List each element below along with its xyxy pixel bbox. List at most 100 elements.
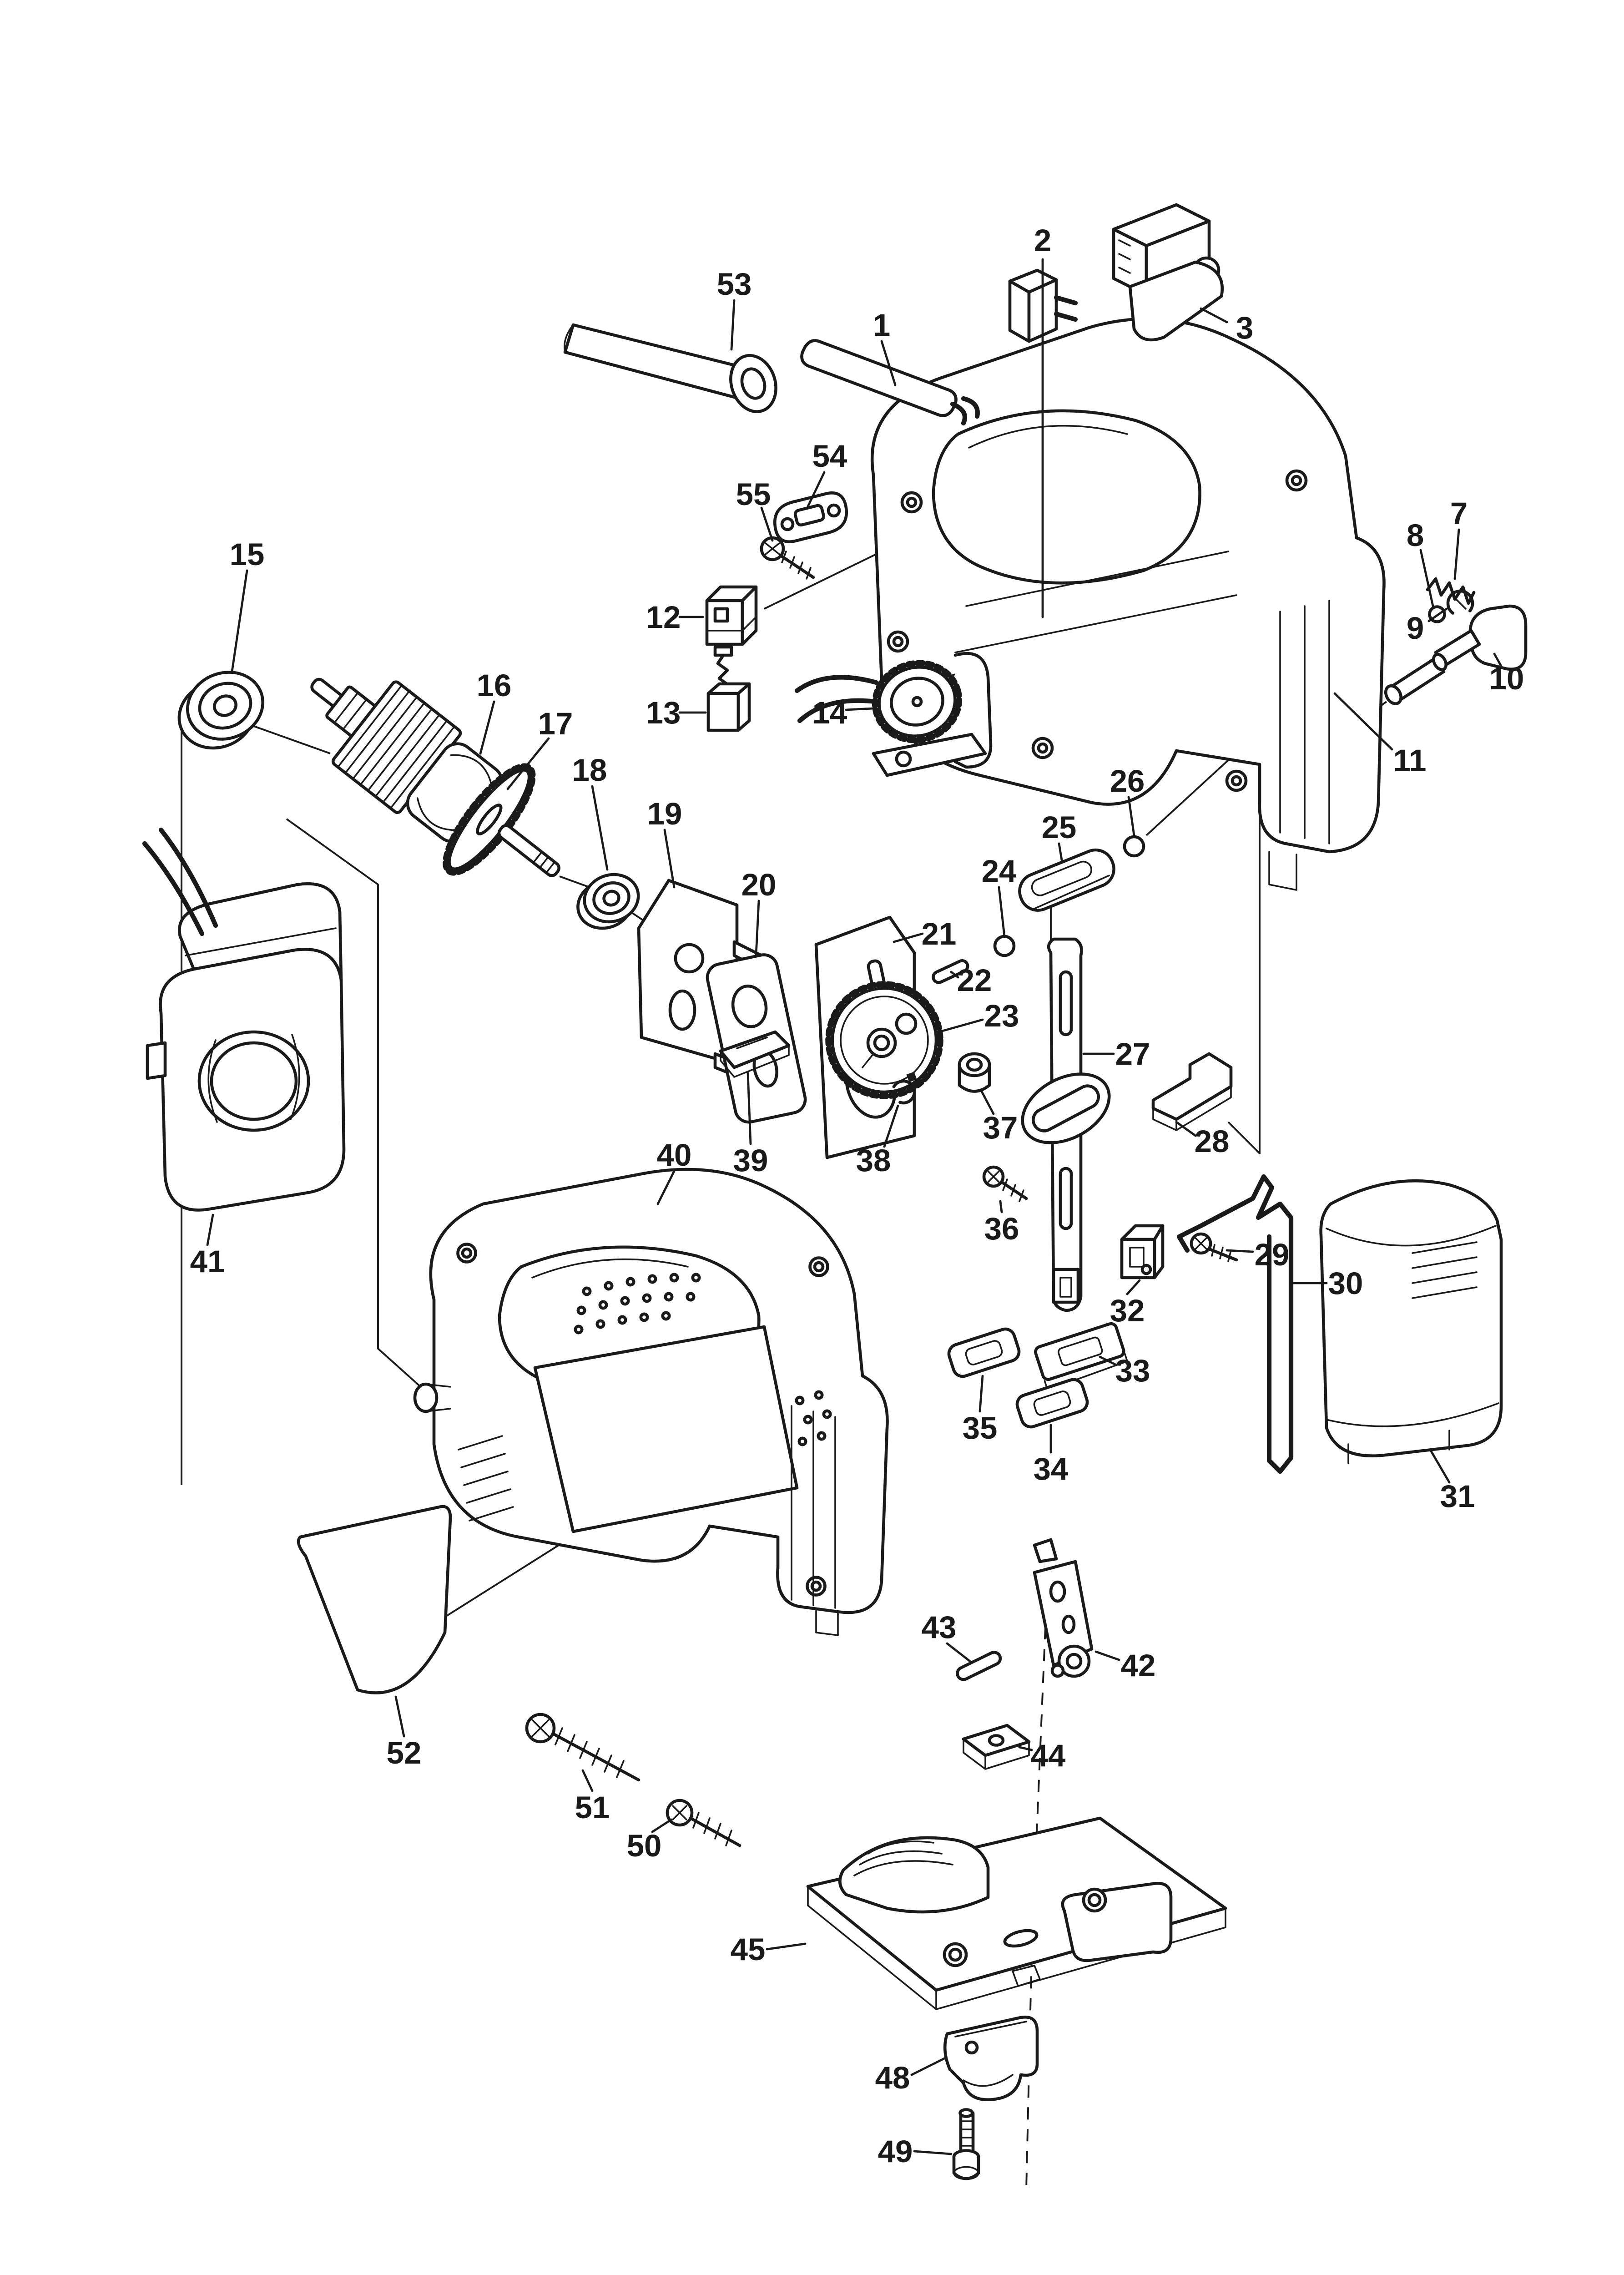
damper-upper-drawing (947, 1327, 1021, 1378)
part-leader-55 (760, 506, 774, 542)
part-label-50: 50 (627, 1828, 662, 1863)
part-label-54: 54 (812, 439, 847, 474)
part-label-17: 17 (538, 706, 573, 741)
part-leader-33 (1099, 1355, 1118, 1366)
part-leader-52 (394, 1695, 405, 1738)
part-leader-38 (883, 1104, 899, 1148)
part-label-26: 26 (1110, 763, 1145, 799)
part-label-8: 8 (1407, 518, 1424, 553)
slider-key-drawing (1018, 848, 1115, 912)
part-leader-16 (479, 700, 495, 755)
housing-left-half-drawing (413, 1168, 889, 1636)
part-leader-3 (1200, 307, 1228, 324)
part-leader-1 (880, 340, 897, 386)
blade-cover-drawing (1319, 1179, 1503, 1464)
part-label-19: 19 (647, 796, 682, 831)
part-label-3: 3 (1236, 310, 1253, 345)
part-leader-51 (581, 1769, 594, 1792)
part-leader-35 (978, 1375, 984, 1413)
part-label-37: 37 (983, 1110, 1018, 1145)
part-leader-17 (506, 737, 550, 790)
part-label-45: 45 (731, 1932, 766, 1967)
screw51-drawing (525, 1713, 641, 1782)
part-leader-18 (591, 785, 609, 871)
axis-shaft-bearing18 (559, 875, 590, 888)
part-label-25: 25 (1042, 810, 1077, 845)
part-leader-49 (913, 2150, 953, 2155)
part-leader-37 (980, 1089, 995, 1115)
part-leader-26 (1127, 796, 1135, 837)
part-label-55: 55 (736, 477, 771, 512)
part-label-39: 39 (733, 1143, 768, 1178)
part-leader-53 (730, 299, 736, 351)
part-label-10: 10 (1489, 661, 1524, 696)
part-leader-10 (1493, 652, 1503, 667)
part-label-41: 41 (190, 1244, 225, 1279)
part-leader-45 (766, 1942, 807, 1951)
part-label-51: 51 (575, 1790, 610, 1825)
part-leader-7 (1453, 528, 1460, 580)
part-label-36: 36 (984, 1211, 1019, 1246)
part-label-18: 18 (572, 753, 607, 788)
part-label-49: 49 (878, 2134, 913, 2169)
part-label-22: 22 (957, 963, 992, 998)
clamp-holder-drawing (943, 2015, 1039, 2102)
roller-lever-drawing (1033, 1538, 1094, 1678)
blade-clamp-drawing (1120, 1224, 1165, 1279)
cord-clip-drawing (773, 491, 848, 543)
housing-right-half-drawing (870, 317, 1386, 891)
part-leader-28 (1175, 1121, 1197, 1137)
screw36-drawing (982, 1165, 1028, 1202)
part-leader-39 (746, 1072, 752, 1145)
key-plate-drawing (719, 1030, 791, 1078)
damper-lower-drawing (1015, 1378, 1089, 1429)
part-label-31: 31 (1440, 1479, 1475, 1514)
square-nut-drawing (962, 1724, 1031, 1770)
part-label-23: 23 (984, 998, 1019, 1033)
part-leader-40 (656, 1170, 676, 1205)
part-leader-50 (651, 1818, 673, 1833)
speed-controller-drawing (794, 652, 993, 777)
base-plate-drawing (806, 1816, 1227, 2010)
part-leader-48 (910, 2057, 946, 2076)
part-label-14: 14 (812, 695, 847, 730)
screw50-drawing (666, 1799, 741, 1847)
holder-block-drawing (1034, 1322, 1128, 1391)
part-leader-29 (1226, 1249, 1254, 1253)
part-label-53: 53 (717, 267, 752, 302)
sleeve-bushing-drawing (958, 1052, 991, 1093)
part-label-40: 40 (657, 1138, 692, 1173)
part-label-27: 27 (1115, 1036, 1150, 1072)
axis-bearing15 (253, 725, 331, 754)
part-leader-43 (946, 1642, 973, 1664)
carbon-brush-drawing (706, 645, 751, 732)
part-leader-41 (206, 1213, 214, 1246)
part-label-7: 7 (1450, 496, 1468, 531)
part-leader-25 (1058, 842, 1063, 861)
wire-guard-drawing (1176, 1174, 1294, 1474)
part-label-30: 30 (1328, 1266, 1363, 1301)
part-label-1: 1 (873, 308, 890, 343)
part-label-21: 21 (922, 916, 957, 951)
part-label-2: 2 (1034, 223, 1051, 258)
part-label-48: 48 (875, 2060, 910, 2095)
part-leader-11 (1333, 692, 1393, 751)
armature-drawing (310, 677, 560, 877)
lock-ring-drawing (891, 1072, 917, 1105)
o-ring-drawing (1123, 835, 1145, 858)
part-label-35: 35 (963, 1410, 998, 1446)
part-leader-36 (999, 1200, 1003, 1213)
part-label-24: 24 (982, 854, 1017, 889)
part-label-34: 34 (1034, 1451, 1069, 1486)
part-label-15: 15 (230, 537, 265, 572)
part-leader-44 (1018, 1746, 1033, 1751)
part-label-29: 29 (1255, 1237, 1290, 1272)
part-label-43: 43 (922, 1610, 957, 1645)
guide-bracket-drawing (1151, 1052, 1233, 1131)
part-label-13: 13 (646, 695, 681, 730)
part-leader-42 (1094, 1650, 1120, 1661)
part-label-20: 20 (741, 867, 777, 902)
part-leader-23 (938, 1018, 984, 1033)
